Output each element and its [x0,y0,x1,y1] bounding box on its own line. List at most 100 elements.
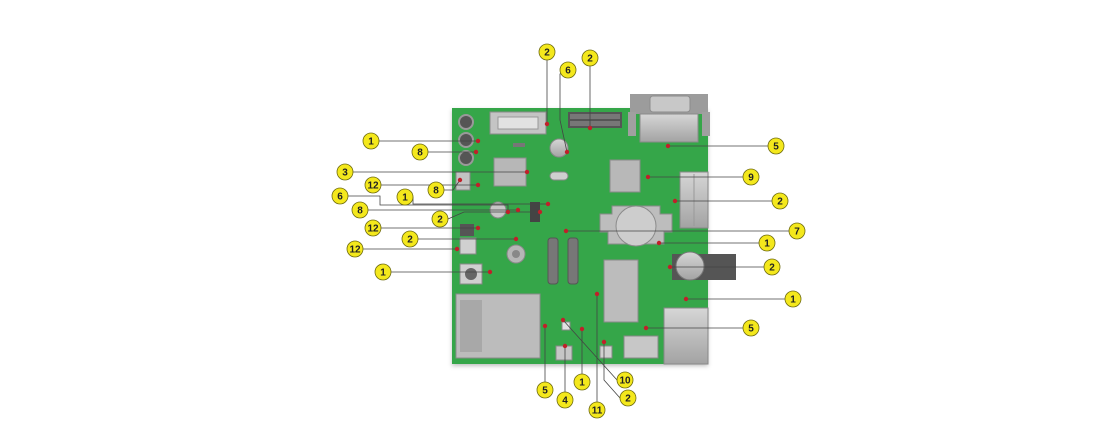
callout-number: 11 [592,406,603,417]
callout-circle [336,163,354,181]
callout-circle [536,381,554,399]
anchor-dot [587,125,593,131]
callout-number: 2 [544,48,550,59]
anchor-dot [454,246,460,252]
anchor-dot [672,198,678,204]
anchor-dot [665,143,671,149]
callout-badge: 12 [364,219,382,237]
callout-badge: 7 [788,222,806,240]
anchor-dot [667,264,673,270]
box-header [489,111,547,135]
callout-circle [616,371,634,389]
callout-circle [362,132,380,150]
callout-number: 1 [579,378,585,389]
anchor-dot [524,169,530,175]
callout-circle [619,389,637,407]
anchor-dot [475,225,481,231]
callout-circle [767,137,785,155]
callout-number: 2 [625,394,631,405]
callout-circle [401,230,419,248]
callout-badge: 11 [588,401,606,419]
callout-number: 12 [367,224,379,235]
callout-circle [346,240,364,258]
ic-large [603,259,639,323]
anchor-dot [656,240,662,246]
callout-number: 2 [407,235,413,246]
callout-circle [538,43,556,61]
callout-number: 9 [748,173,754,184]
callout-badge: 1 [573,373,591,391]
callout-circle [588,401,606,419]
callout-circle [396,188,414,206]
callout-badge: 2 [619,389,637,407]
callout-number: 12 [349,245,361,256]
callout-badge: 1 [396,188,414,206]
anchor-dot [579,326,585,332]
callout-circle [331,187,349,205]
callout-number: 8 [357,206,363,217]
callout-circle [364,219,382,237]
callout-circle [556,391,574,409]
callout-number: 1 [764,239,770,250]
capacitor-right [567,237,579,285]
anchor-dot [457,177,463,183]
callout-circle [573,373,591,391]
ic-chip-square [609,159,641,193]
dc-jack [672,251,736,281]
callout-number: 6 [565,66,571,77]
callout-badge: 12 [364,176,382,194]
anchor-dot [563,228,569,234]
callout-badge: 5 [767,137,785,155]
callout-badge: 2 [401,230,419,248]
anchor-dot [601,339,607,345]
callout-number: 4 [562,396,568,407]
connector-bottom [623,335,659,359]
small-terminal [599,345,613,359]
callout-badge: 8 [351,201,369,219]
tactile-switch [459,263,483,285]
callout-number: 6 [337,192,343,203]
anchor-dot [475,138,481,144]
anchor-dot [562,343,568,349]
callout-number: 2 [587,54,593,65]
callout-number: 1 [790,295,796,306]
anchor-dot [537,209,543,215]
small-header [460,224,474,236]
callout-badge: 5 [742,319,760,337]
callout-number: 1 [402,193,408,204]
callout-circle [788,222,806,240]
callout-circle [742,168,760,186]
anchor-dot [645,174,651,180]
callout-number: 2 [437,215,443,226]
push-button [459,237,477,255]
callout-circle [374,263,392,281]
callout-badge: 1 [784,290,802,308]
anchor-dot [513,236,519,242]
anchor-dot [544,121,550,127]
callout-number: 7 [794,227,800,238]
round-components-left [458,114,474,166]
callout-badge: 5 [536,381,554,399]
callout-number: 12 [367,181,379,192]
callout-circle [742,319,760,337]
anchor-dot [643,325,649,331]
callout-number: 1 [368,137,374,148]
capacitor-left [547,237,559,285]
callout-badge: 10 [616,371,634,389]
battery-holder [599,205,673,247]
callout-circle [411,143,429,161]
callout-circle [763,258,781,276]
callout-badge: 6 [331,187,349,205]
callout-number: 2 [769,263,775,274]
callout-circle [431,210,449,228]
callout-badge: 2 [763,258,781,276]
callout-badge: 2 [538,43,556,61]
anchor-dot [473,149,479,155]
callout-badge: 8 [427,181,445,199]
anchor-dot [505,209,511,215]
callout-circle [427,181,445,199]
anchor-dot [515,207,521,213]
callout-number: 2 [777,197,783,208]
